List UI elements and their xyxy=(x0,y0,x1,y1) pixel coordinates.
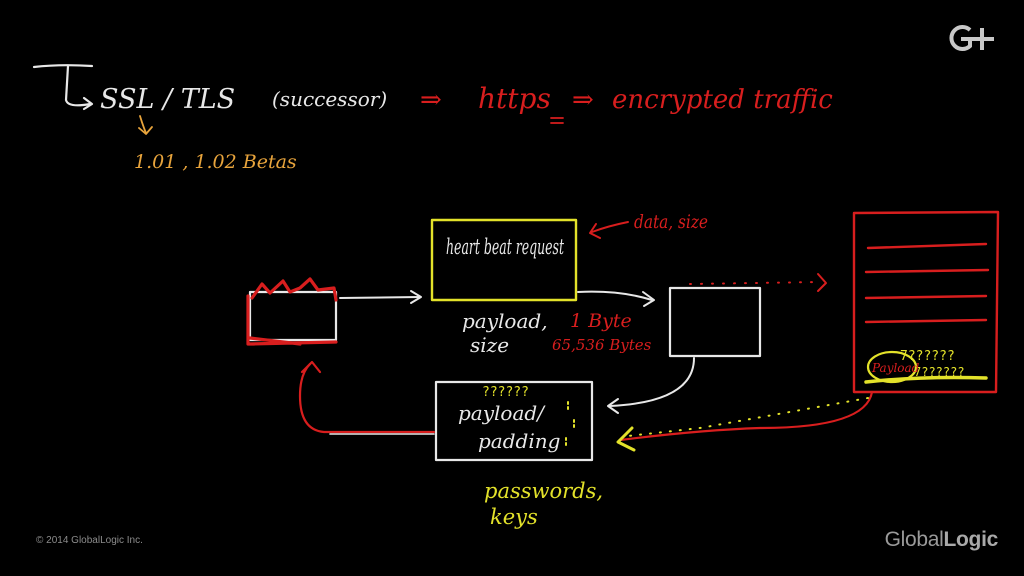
payload-padding-box xyxy=(434,380,594,462)
response-unknown-marks: ?????? xyxy=(482,385,529,400)
brand-wordmark: GlobalLogic xyxy=(884,528,999,552)
size-max-bytes: 65,536 Bytes xyxy=(552,336,652,354)
implies-arrow-1: ⇒ xyxy=(420,85,442,115)
brand-bold: Logic xyxy=(943,528,999,551)
versions-arrow xyxy=(138,115,153,135)
request-note-arrow xyxy=(589,221,629,239)
arrow-to-response xyxy=(607,357,695,414)
payload-padding-label-2: padding xyxy=(478,429,560,453)
memory-scribble xyxy=(864,375,988,384)
arrow-to-server xyxy=(577,290,655,307)
leaked-data-label-1: passwords, xyxy=(484,479,603,503)
bracket-mark xyxy=(32,64,94,111)
copyright-text: © 2014 GlobalLogic Inc. xyxy=(36,535,143,546)
server-memory-block xyxy=(852,210,1000,394)
versions-label: 1.01 , 1.02 Betas xyxy=(134,151,297,173)
memory-return-line xyxy=(616,390,874,452)
encrypted-traffic-label: encrypted traffic xyxy=(612,85,833,115)
arrow-back-to-client xyxy=(298,360,436,434)
client-box xyxy=(246,277,338,346)
memory-unknown-marks-2: 7?????? xyxy=(914,365,965,379)
payload-size-label-2: size xyxy=(470,333,509,357)
brand-light: Global xyxy=(884,528,944,551)
server-box xyxy=(668,286,762,358)
dotted-arrow-to-memory xyxy=(689,281,819,285)
successor-label: (successor) xyxy=(272,87,387,111)
https-label: https xyxy=(478,82,551,115)
payload-size-label-1: payload, xyxy=(462,309,548,333)
payload-highlight xyxy=(866,350,918,384)
leaked-data-label-2: keys xyxy=(490,505,538,529)
heartbeat-request-box xyxy=(430,218,578,302)
response-side-marks xyxy=(565,401,575,449)
payload-padding-label-1: payload/ xyxy=(458,401,546,425)
globallogic-mark-icon xyxy=(949,25,994,51)
memory-payload-label: Payload xyxy=(871,361,920,375)
protocol-label: SSL / TLS xyxy=(100,84,235,115)
size-one-byte: 1 Byte xyxy=(570,310,632,332)
implies-arrow-2: ⇒ xyxy=(572,85,594,115)
https-underline xyxy=(550,117,564,124)
arrow-to-request xyxy=(339,290,422,304)
